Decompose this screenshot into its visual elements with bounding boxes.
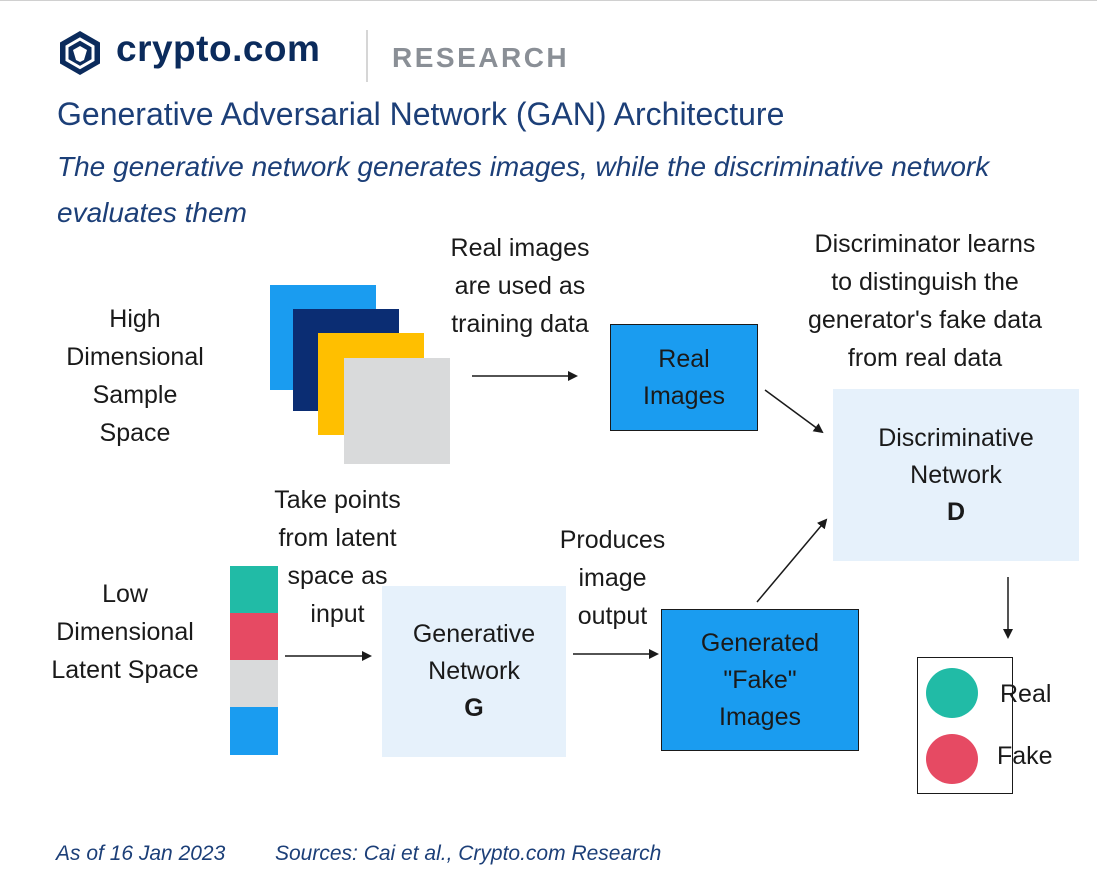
high-dimensional-space-label: High Dimensional Sample Space — [66, 305, 204, 447]
latent-cell-3 — [230, 660, 278, 707]
real-output-dot — [926, 668, 978, 718]
brand-research: RESEARCH — [392, 42, 570, 73]
discriminative-network-letter: D — [946, 497, 966, 526]
generative-network-letter: G — [464, 694, 484, 722]
legend-real-label: Real — [1000, 680, 1052, 708]
latent-cell-2 — [230, 613, 278, 660]
brand-divider — [366, 30, 368, 82]
discriminative-network-label: Discriminative Network — [878, 423, 1034, 489]
discriminator-note: Discriminator learns to distinguish the … — [807, 230, 1043, 372]
produces-output-note: Produces image output — [559, 526, 666, 630]
generated-fake-images-box: Generated "Fake" Images — [661, 609, 859, 751]
latent-cell-4 — [230, 707, 278, 755]
footer-date: As of 16 Jan 2023 — [56, 842, 226, 865]
generative-network-box: Generative Network G — [382, 586, 566, 757]
fake-output-dot — [926, 734, 978, 784]
latent-cell-1 — [230, 566, 278, 613]
low-dimensional-space-label: Low Dimensional Latent Space — [51, 580, 199, 684]
diagram-title: Generative Adversarial Network (GAN) Arc… — [57, 96, 785, 132]
real-images-note: Real images are used as training data — [450, 234, 590, 338]
diagram-subtitle: The generative network generates images,… — [57, 151, 990, 228]
sample-square-4 — [344, 358, 450, 464]
generative-network-label: Generative Network — [412, 620, 536, 685]
generated-fake-images-label: Generated "Fake" Images — [700, 628, 820, 731]
brand-name: crypto.com — [116, 28, 321, 69]
crypto-com-logo-icon — [60, 31, 100, 75]
output-legend — [917, 657, 1013, 794]
latent-input-note: Take points from latent space as input — [274, 486, 401, 628]
real-images-box: Real Images — [610, 324, 758, 431]
arrow-fake-to-discriminator — [756, 518, 828, 603]
discriminative-network-box: Discriminative Network D — [833, 389, 1079, 561]
footer-sources: Sources: Cai et al., Crypto.com Research — [275, 842, 662, 865]
real-images-box-label: Real Images — [643, 344, 725, 410]
arrow-real-to-discriminator — [764, 389, 824, 434]
legend-fake-label: Fake — [997, 742, 1053, 770]
